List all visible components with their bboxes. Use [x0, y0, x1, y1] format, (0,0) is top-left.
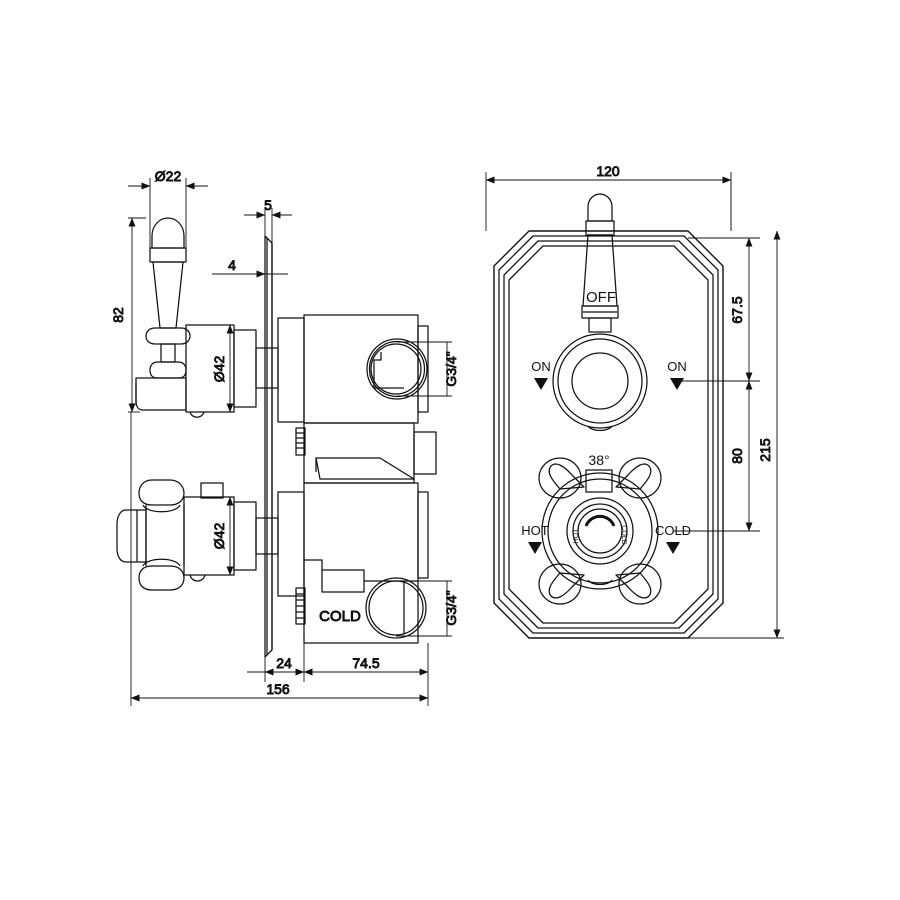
wall-plate-section	[264, 235, 273, 658]
dim-156: 156	[130, 412, 429, 706]
outlet-port-top	[366, 338, 428, 400]
dim-dia22: Ø22	[128, 168, 208, 248]
dim-dia42-lower: Ø42	[211, 496, 234, 576]
cold-marker-arrow-icon	[666, 542, 680, 554]
dim-dia22-label: Ø22	[155, 168, 182, 184]
side-view-dimensions: Ø22 82 5 4 Ø42	[110, 168, 459, 706]
dim-24: 24	[247, 643, 305, 682]
front-elevation-view: OFF ON ON	[493, 193, 724, 639]
dim-675-label: 67.5	[729, 296, 745, 323]
dim-745-label: 74.5	[352, 655, 379, 671]
lever-off-label: OFF	[586, 289, 616, 306]
dim-82-label: 82	[110, 307, 126, 323]
side-elevation-view	[116, 217, 437, 658]
dial-cold-label: COLD	[620, 525, 627, 544]
dim-dia42-lower-label: Ø42	[211, 523, 227, 550]
dim-120: 120	[485, 163, 732, 231]
temperature-setpoint-label: 38°	[588, 452, 609, 468]
cold-inlet-label: COLD	[319, 608, 361, 625]
hot-marker-label: HOT	[521, 523, 549, 538]
lever-on-right-label: ON	[667, 359, 687, 374]
octagonal-face-plate	[493, 230, 724, 639]
on-off-lever-handle: OFF	[552, 193, 648, 432]
valve-body	[295, 314, 437, 644]
dim-120-label: 120	[596, 163, 620, 179]
port-label-top: G3/4"	[397, 341, 459, 397]
dim-156-label: 156	[266, 681, 290, 697]
dim-82: 82	[110, 217, 146, 413]
front-view-dimensions: 120 67.5 80 215	[485, 163, 784, 639]
dim-5-label: 5	[264, 197, 272, 213]
dim-215: 215	[688, 180, 784, 639]
port-label-bottom: G3/4"	[396, 580, 459, 637]
dim-215-label: 215	[757, 438, 773, 462]
lower-spindle-collar	[183, 482, 279, 582]
cold-marker-label: COLD	[655, 523, 691, 538]
dim-4-label: 4	[228, 257, 236, 273]
upper-spindle-collar	[185, 324, 279, 418]
port-label-bottom-text: G3/4"	[443, 590, 459, 625]
temperature-cross-handle	[538, 457, 662, 605]
dial-hot-label: HOT	[573, 528, 580, 544]
dim-dia42-upper: Ø42	[211, 324, 234, 413]
dim-80-label: 80	[729, 448, 745, 464]
dim-5: 5	[244, 197, 292, 243]
temperature-markers: HOT COLD	[521, 523, 691, 554]
upper-lever-handle	[135, 217, 191, 411]
dim-745: 74.5	[303, 643, 429, 682]
port-label-top-text: G3/4"	[443, 351, 459, 386]
lever-on-left-arrow-icon	[534, 378, 548, 390]
dim-24-label: 24	[276, 655, 292, 671]
hot-marker-arrow-icon	[528, 542, 542, 554]
lever-on-left-label: ON	[531, 359, 551, 374]
lever-on-markers: ON ON	[531, 359, 687, 390]
dim-80: 80	[673, 380, 760, 532]
dim-4: 4	[212, 257, 288, 278]
dim-dia42-upper-label: Ø42	[211, 356, 227, 383]
